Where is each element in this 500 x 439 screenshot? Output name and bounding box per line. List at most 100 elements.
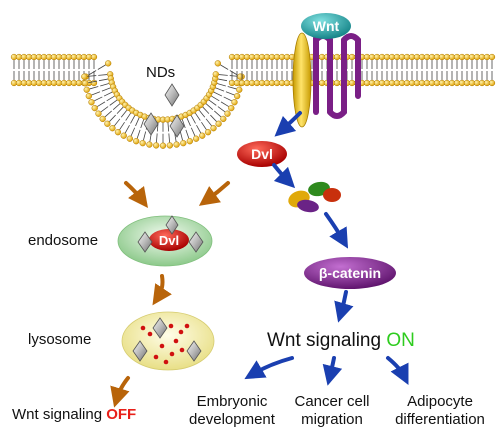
lipid-tail bbox=[88, 70, 97, 76]
lipid-head bbox=[173, 141, 180, 148]
dvl-protein: Dvl bbox=[237, 141, 287, 167]
lipid-tail bbox=[194, 112, 201, 121]
nanodiamond bbox=[137, 231, 153, 253]
arrow-on-to-embryonic bbox=[244, 356, 294, 380]
lipid-tail bbox=[130, 127, 136, 137]
destruction-complex bbox=[288, 181, 341, 213]
lipid-tail bbox=[156, 133, 158, 143]
lipid-tail bbox=[220, 101, 229, 107]
lipid-tail bbox=[198, 109, 206, 118]
lipid-tail bbox=[135, 117, 140, 127]
nanodiamond bbox=[165, 215, 179, 235]
nds-label: NDs bbox=[146, 64, 176, 81]
lipid-tail bbox=[124, 124, 130, 134]
lipid-head bbox=[133, 138, 140, 145]
lipid-tail bbox=[116, 106, 124, 114]
nanodiamond bbox=[132, 340, 148, 362]
wnt-signaling-on-label: Wnt signaling ON bbox=[267, 330, 415, 352]
arrow-dvl-to-complex bbox=[272, 163, 296, 189]
cell-membrane-bilayer bbox=[10, 53, 496, 149]
lipid-tail bbox=[98, 78, 108, 82]
lipid-tail bbox=[229, 70, 238, 76]
lipid-tail bbox=[130, 115, 136, 124]
lipid-tail bbox=[97, 64, 106, 70]
lipid-tail bbox=[201, 121, 207, 130]
lipid-head bbox=[215, 120, 222, 127]
lipid-tail bbox=[109, 99, 118, 106]
lipid-head bbox=[488, 53, 496, 61]
wnt-signaling-off-text: Wnt signaling bbox=[12, 406, 107, 423]
lipid-head bbox=[236, 86, 243, 93]
lipid-tail bbox=[125, 112, 132, 121]
wnt-ligand-pill bbox=[301, 13, 351, 39]
lipid-head bbox=[210, 125, 217, 132]
lysosome-label: lysosome bbox=[28, 331, 92, 348]
lipid-tail bbox=[100, 106, 109, 113]
lipid-tail bbox=[223, 96, 232, 102]
outcome-cancer-cell-migration: Cancer cell migration bbox=[294, 393, 370, 428]
lipid-tail bbox=[168, 133, 170, 143]
coreceptor bbox=[292, 32, 312, 128]
lipid-tail bbox=[218, 78, 228, 82]
lipid-tail bbox=[119, 121, 125, 130]
lipid-head bbox=[199, 132, 206, 139]
lipid-tail bbox=[136, 129, 141, 139]
lipid-head bbox=[99, 115, 106, 123]
nanodiamonds-invagination bbox=[143, 83, 185, 138]
lipid-tail bbox=[103, 91, 113, 97]
lipid-tail bbox=[100, 83, 109, 87]
lipid-tail bbox=[101, 87, 111, 92]
lipid-head bbox=[81, 73, 88, 80]
lipid-tail bbox=[179, 131, 183, 141]
lipid-tail bbox=[202, 106, 210, 114]
lipid-head bbox=[114, 129, 122, 136]
arrow-receptor-to-dvl bbox=[274, 111, 302, 137]
lipid-head bbox=[82, 80, 89, 87]
lipid-head bbox=[186, 138, 193, 145]
outcome-embryonic-development: Embryonic development bbox=[189, 393, 275, 428]
lipid-tail bbox=[210, 114, 217, 122]
lipid-tail bbox=[213, 91, 223, 97]
lipid-head bbox=[83, 86, 90, 93]
lipid-tail bbox=[227, 86, 237, 90]
nanodiamond bbox=[186, 340, 202, 362]
nanodiamond bbox=[152, 317, 168, 339]
lipid-tail bbox=[91, 91, 101, 96]
lipid-tail bbox=[89, 86, 99, 90]
wnt-signaling-on-text: Wnt signaling bbox=[267, 330, 387, 351]
off-state-text: OFF bbox=[106, 406, 137, 423]
arrow-beta-catenin-to-on bbox=[334, 290, 354, 323]
lipid-tail bbox=[215, 87, 225, 92]
lipid-head bbox=[85, 92, 92, 100]
arrow-lysosome-to-off bbox=[110, 376, 130, 408]
lipid-head bbox=[139, 140, 146, 147]
lipid-head bbox=[166, 142, 173, 149]
degraded-fragments bbox=[140, 323, 190, 365]
arrow-membrane-to-endosome-left bbox=[124, 181, 149, 208]
lipid-head bbox=[95, 110, 102, 117]
beta-catenin-protein: β-catenin bbox=[304, 257, 396, 289]
nanodiamond bbox=[164, 83, 180, 107]
lipid-tail bbox=[140, 119, 145, 129]
lipid-tail bbox=[196, 124, 202, 134]
dvl-label: Dvl bbox=[251, 146, 273, 162]
arrow-on-to-cancer bbox=[322, 356, 343, 386]
lipid-tail bbox=[94, 96, 103, 102]
lipid-tail bbox=[225, 91, 235, 96]
on-state-text: ON bbox=[386, 330, 415, 351]
lipid-tail bbox=[211, 95, 220, 102]
lipid-tail bbox=[167, 122, 170, 132]
lipid-head bbox=[180, 140, 187, 147]
lipid-tail bbox=[106, 95, 115, 102]
arrow-on-to-adipocyte bbox=[386, 356, 409, 385]
lipid-head bbox=[204, 129, 212, 136]
lipid-tail bbox=[217, 106, 226, 113]
lipid-tail bbox=[185, 129, 190, 139]
lipid-tail bbox=[97, 101, 106, 107]
lipid-tail bbox=[114, 118, 121, 127]
endosome-dvl-label: Dvl bbox=[159, 233, 179, 248]
arrow-endosome-to-lysosome bbox=[152, 274, 172, 306]
lipid-head bbox=[153, 142, 160, 149]
